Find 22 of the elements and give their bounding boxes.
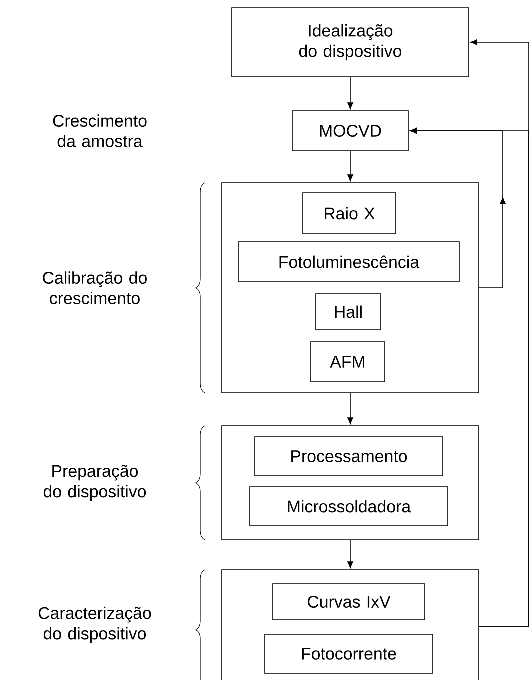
process-box: Microssoldadora — [250, 486, 448, 526]
process-box: Hall — [316, 294, 382, 330]
group-box — [222, 570, 480, 680]
side-label: Calibração do crescimento — [43, 272, 147, 304]
side-label: Caracterização do dispositivo — [38, 606, 152, 644]
arrow — [348, 151, 354, 182]
process-box: Idealização do dispositivo — [232, 8, 470, 78]
process-box: Fotocorrente — [264, 634, 434, 674]
process-box: Raio X — [302, 192, 396, 234]
process-box: Curvas IxV — [272, 584, 426, 620]
process-box: MOCVD — [292, 110, 409, 152]
arrow — [348, 393, 354, 424]
arrow — [410, 128, 530, 628]
arrow — [348, 77, 354, 110]
process-box: Processamento — [254, 436, 444, 476]
side-label: Preparação do dispositivo — [44, 464, 146, 502]
arrow — [348, 540, 354, 568]
side-label: Crescimento da amostra — [53, 114, 147, 148]
group-box — [222, 182, 480, 394]
process-box: Fotoluminescência — [238, 242, 460, 282]
group-box — [222, 426, 480, 540]
process-box: AFM — [310, 342, 386, 382]
